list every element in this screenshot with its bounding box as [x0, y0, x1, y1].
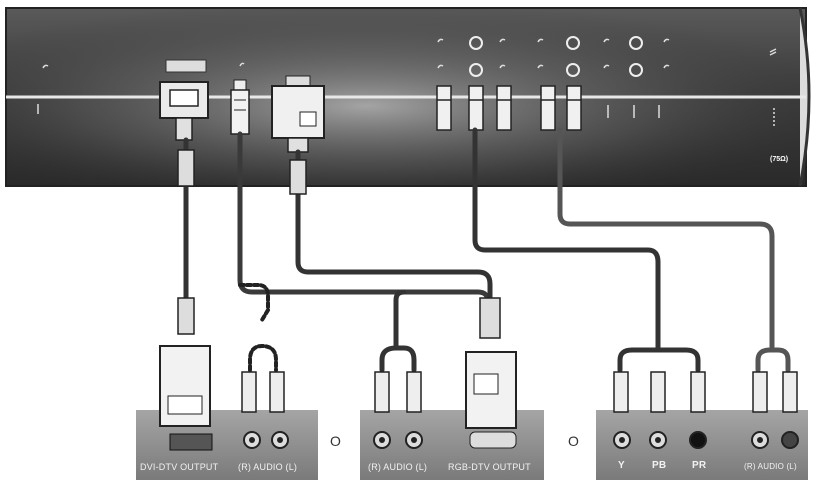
tv-rca-plugs [436, 85, 582, 131]
tv-audio-jack [230, 79, 250, 135]
tv-rgb-connector [271, 75, 325, 153]
device-box-dvi [136, 345, 318, 480]
dvi-audio-label: (R) AUDIO (L) [238, 462, 298, 472]
tv-rear-panel [5, 7, 811, 187]
device-box-component [596, 371, 808, 480]
separator-or-1: O [330, 433, 341, 449]
rgb-audio-label: (R) AUDIO (L) [368, 462, 428, 472]
rgb-output-label: RGB-DTV OUTPUT [448, 462, 531, 472]
dvi-output-label: DVI-DTV OUTPUT [140, 462, 219, 472]
device-box-rgb [360, 351, 544, 480]
component-pb-label: PB [652, 460, 667, 471]
component-y-label: Y [618, 460, 625, 471]
tv-dvi-connector [159, 59, 209, 141]
separator-or-2: O [568, 433, 579, 449]
tv-side-label: (75Ω) [770, 156, 789, 163]
cables [177, 127, 791, 373]
component-pr-label: PR [692, 460, 707, 471]
component-audio-label: (R) AUDIO (L) [744, 462, 797, 471]
